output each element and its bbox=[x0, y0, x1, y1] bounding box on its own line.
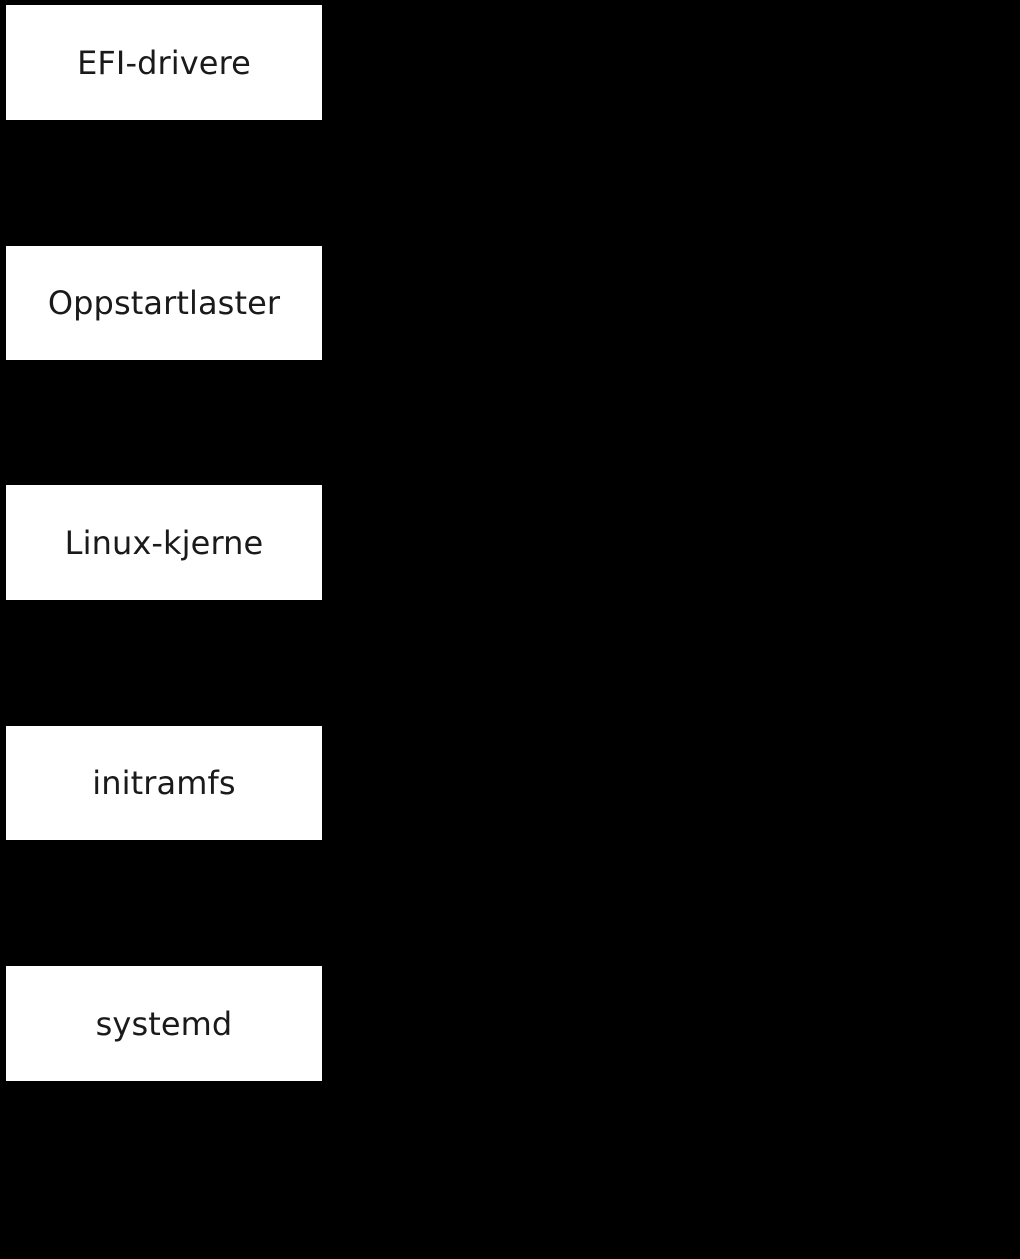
stage-label-oppstartlaster: Oppstartlaster bbox=[47, 284, 281, 322]
stage-box-initramfs[interactable]: initramfs bbox=[6, 726, 322, 840]
stage-label-linux-kjerne: Linux-kjerne bbox=[64, 523, 264, 562]
stage-box-systemd[interactable]: systemd bbox=[6, 966, 322, 1081]
stage-label-systemd: systemd bbox=[95, 1004, 233, 1043]
stage-box-linux-kjerne[interactable]: Linux-kjerne bbox=[6, 485, 322, 600]
stage-box-efi-drivere[interactable]: EFI-drivere bbox=[6, 5, 322, 120]
stage-box-oppstartlaster[interactable]: Oppstartlaster bbox=[6, 246, 322, 360]
stage-label-efi-drivere: EFI-drivere bbox=[77, 43, 251, 82]
stage-label-initramfs: initramfs bbox=[92, 764, 236, 802]
